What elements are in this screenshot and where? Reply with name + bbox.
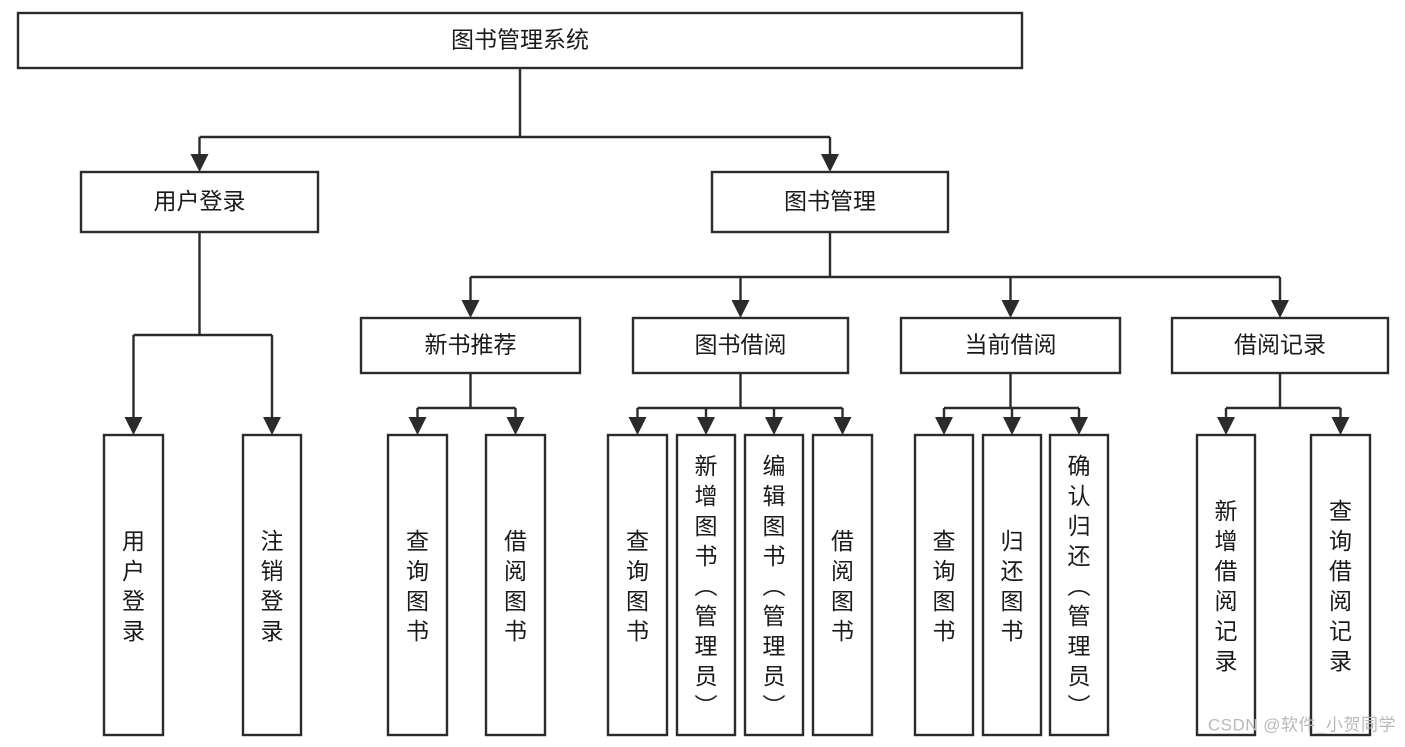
node-leaf-return-book-box[interactable]: [981, 433, 1043, 737]
node-leaf-edit-book[interactable]: 编辑图书︵管理员︶: [743, 433, 805, 737]
node-root-book-management-system-box[interactable]: [16, 11, 1024, 70]
nodes-layer: 图书管理系统用户登录图书管理新书推荐图书借阅当前借阅借阅记录用户登录注销登录查询…: [16, 11, 1390, 737]
record-to-leaves-arrow-1: [1331, 417, 1350, 435]
node-leaf-query-book-3[interactable]: 查询图书: [913, 433, 975, 737]
node-leaf-borrow-book-2-label: 借阅图书: [831, 528, 854, 644]
bookmgmt-to-level3-arrow-2: [1001, 300, 1020, 318]
node-leaf-query-book-2-box[interactable]: [606, 433, 669, 737]
node-leaf-confirm-return-label: 确认归还︵管理员︶: [1068, 453, 1091, 719]
connectors-layer: [124, 68, 1350, 435]
node-leaf-user-login-label: 用户登录: [122, 528, 145, 644]
record-to-leaves-arrow-0: [1217, 417, 1235, 435]
node-book-borrow-box[interactable]: [631, 316, 850, 375]
current-to-leaves-arrow-0: [935, 417, 953, 435]
node-user-login[interactable]: 用户登录: [79, 170, 320, 234]
node-leaf-user-login-box[interactable]: [102, 433, 165, 737]
node-leaf-borrow-book-1-label: 借阅图书: [504, 528, 527, 644]
node-book-borrow-label: 图书借阅: [695, 332, 787, 358]
node-leaf-add-record-label: 新增借阅记录: [1215, 498, 1238, 674]
newbook-to-leaves-arrow-0: [408, 417, 427, 435]
node-leaf-edit-book-label: 编辑图书︵管理员︶: [763, 453, 786, 719]
node-borrow-record[interactable]: 借阅记录: [1170, 316, 1390, 375]
node-leaf-confirm-return[interactable]: 确认归还︵管理员︶: [1048, 433, 1110, 737]
node-root-book-management-system-label: 图书管理系统: [451, 27, 589, 53]
node-leaf-edit-book-box[interactable]: [743, 433, 805, 737]
node-leaf-confirm-return-box[interactable]: [1048, 433, 1110, 737]
node-leaf-query-book-2-label: 查询图书: [626, 528, 649, 644]
userlogin-to-leaves-arrow-1: [263, 417, 281, 435]
borrow-to-leaves-arrow-1: [697, 417, 715, 435]
node-leaf-add-record[interactable]: 新增借阅记录: [1195, 433, 1257, 737]
newbook-to-leaves-arrow-1: [506, 417, 525, 435]
node-leaf-query-book-1-box[interactable]: [386, 433, 449, 737]
node-current-borrow-label: 当前借阅: [965, 332, 1057, 358]
root-to-level2-arrow-0: [190, 154, 209, 172]
node-leaf-query-book-3-box[interactable]: [913, 433, 975, 737]
bookmgmt-to-level3-arrow-0: [461, 300, 480, 318]
node-leaf-logout-login[interactable]: 注销登录: [241, 433, 303, 737]
node-user-login-label: 用户登录: [154, 188, 246, 214]
node-root-book-management-system[interactable]: 图书管理系统: [16, 11, 1024, 70]
node-leaf-borrow-book-1-box[interactable]: [484, 433, 547, 737]
bookmgmt-to-level3-arrow-1: [731, 300, 750, 318]
node-leaf-borrow-book-2-box[interactable]: [811, 433, 874, 737]
node-leaf-query-book-2[interactable]: 查询图书: [606, 433, 669, 737]
node-leaf-add-book-label: 新增图书︵管理员︶: [695, 453, 718, 719]
root-to-level2-arrow-1: [821, 154, 839, 172]
node-current-borrow-box[interactable]: [899, 316, 1122, 375]
node-leaf-user-login[interactable]: 用户登录: [102, 433, 165, 737]
node-leaf-query-book-3-label: 查询图书: [933, 528, 956, 644]
node-book-borrow[interactable]: 图书借阅: [631, 316, 850, 375]
node-new-book-recommend[interactable]: 新书推荐: [359, 316, 582, 375]
node-leaf-query-record-label: 查询借阅记录: [1329, 498, 1352, 674]
node-leaf-add-record-box[interactable]: [1195, 433, 1257, 737]
borrow-to-leaves-arrow-0: [628, 417, 647, 435]
node-leaf-borrow-book-2[interactable]: 借阅图书: [811, 433, 874, 737]
node-leaf-logout-login-label: 注销登录: [261, 528, 284, 644]
node-user-login-box[interactable]: [79, 170, 320, 234]
node-new-book-recommend-label: 新书推荐: [425, 332, 517, 358]
borrow-to-leaves-arrow-2: [765, 417, 783, 435]
node-leaf-logout-login-box[interactable]: [241, 433, 303, 737]
csdn-watermark: CSDN @软件_小贺同学: [1208, 715, 1396, 734]
node-book-management-label: 图书管理: [784, 188, 876, 214]
node-book-management[interactable]: 图书管理: [710, 170, 950, 234]
node-book-management-box[interactable]: [710, 170, 950, 234]
bookmgmt-to-level3-arrow-3: [1271, 300, 1289, 318]
node-leaf-borrow-book-1[interactable]: 借阅图书: [484, 433, 547, 737]
node-leaf-query-book-1[interactable]: 查询图书: [386, 433, 449, 737]
borrow-to-leaves-arrow-3: [833, 417, 852, 435]
node-leaf-query-book-1-label: 查询图书: [406, 528, 429, 644]
node-leaf-return-book[interactable]: 归还图书: [981, 433, 1043, 737]
node-leaf-query-record[interactable]: 查询借阅记录: [1309, 433, 1372, 737]
current-to-leaves-arrow-1: [1003, 417, 1021, 435]
userlogin-to-leaves-arrow-0: [124, 417, 143, 435]
node-leaf-query-record-box[interactable]: [1309, 433, 1372, 737]
node-borrow-record-box[interactable]: [1170, 316, 1390, 375]
node-new-book-recommend-box[interactable]: [359, 316, 582, 375]
node-borrow-record-label: 借阅记录: [1234, 332, 1326, 358]
node-leaf-add-book[interactable]: 新增图书︵管理员︶: [675, 433, 737, 737]
node-leaf-add-book-box[interactable]: [675, 433, 737, 737]
node-current-borrow[interactable]: 当前借阅: [899, 316, 1122, 375]
node-leaf-return-book-label: 归还图书: [1001, 528, 1024, 644]
current-to-leaves-arrow-2: [1070, 417, 1088, 435]
